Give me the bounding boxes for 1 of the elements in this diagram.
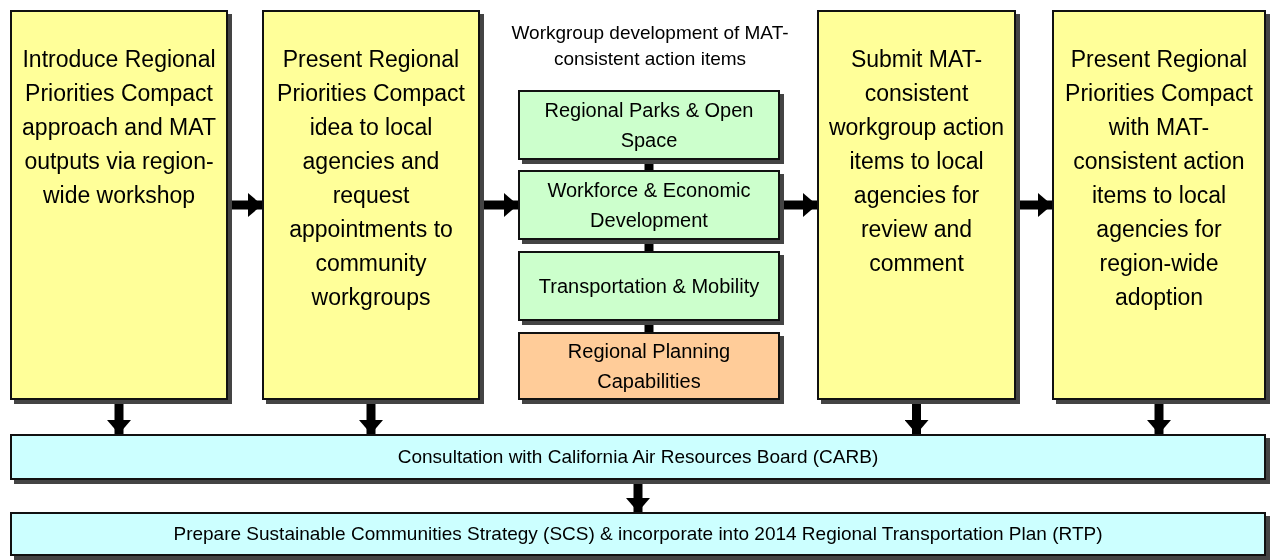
group-heading: Workgroup development of MAT-consistent action items	[510, 21, 790, 71]
